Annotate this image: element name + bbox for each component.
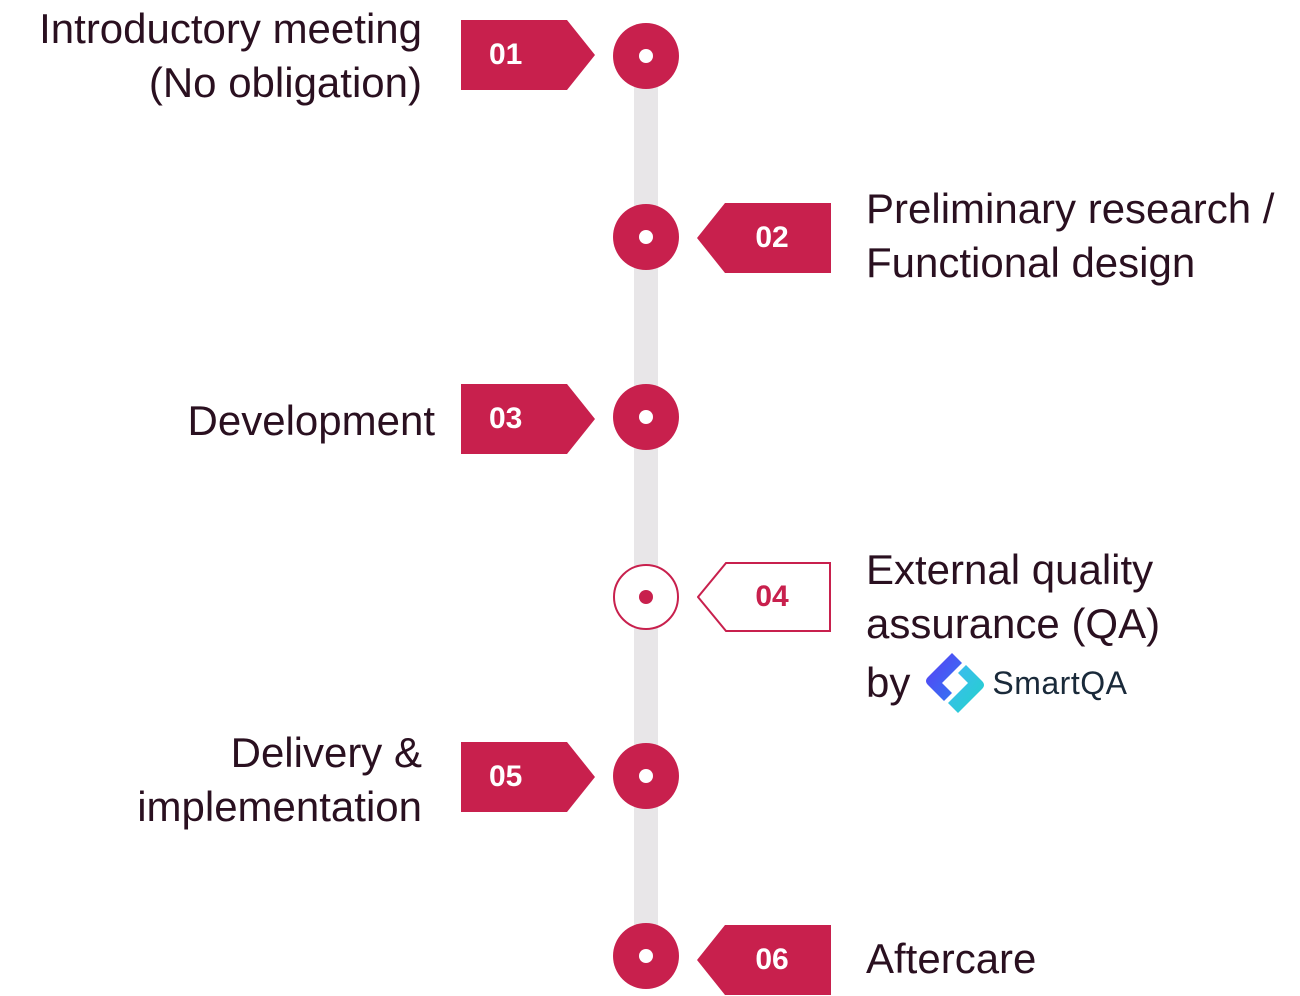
smartqa-logo-icon <box>926 653 985 713</box>
step-02-node-dot <box>639 230 653 244</box>
step-05-node-dot <box>639 769 653 783</box>
step-03-label-line1: Development <box>187 397 435 444</box>
step-02-number: 02 <box>755 221 789 254</box>
step-04-node <box>613 564 679 630</box>
step-06-node-dot <box>639 949 653 963</box>
step-05-label-line1: Delivery & <box>230 729 422 776</box>
step-03-node-dot <box>639 410 653 424</box>
step-01-number: 01 <box>489 38 523 71</box>
step-04-by-row: by SmartQA <box>866 651 1160 715</box>
step-04-label-by: by <box>866 659 911 706</box>
step-04-label-line2: assurance (QA) <box>866 600 1161 647</box>
step-05-node <box>613 743 679 809</box>
step-03-node <box>613 384 679 450</box>
step-04-node-dot <box>639 590 653 604</box>
step-02-label: Preliminary research / Functional design <box>866 182 1274 290</box>
step-03-label: Development <box>188 394 435 448</box>
step-03-tag: 03 <box>461 384 595 454</box>
smartqa-logo-text: SmartQA <box>992 665 1128 701</box>
step-01-node-dot <box>639 49 653 63</box>
step-04-tag-outline <box>697 562 831 632</box>
step-02-label-line1: Preliminary research / <box>866 185 1275 232</box>
step-02-tag: 02 <box>697 203 831 273</box>
step-04-number: 04 <box>755 580 789 613</box>
step-01-label-line1: Introductory meeting <box>39 5 422 52</box>
step-02-node <box>613 204 679 270</box>
step-01-label-line2: (No obligation) <box>148 59 422 106</box>
step-01-label: Introductory meeting (No obligation) <box>39 2 422 110</box>
step-04-label-line1: External quality <box>866 546 1154 593</box>
step-02-label-line2: Functional design <box>866 239 1196 286</box>
step-06-label-line1: Aftercare <box>866 935 1037 982</box>
step-03-number: 03 <box>489 402 523 435</box>
step-01-tag: 01 <box>461 20 595 90</box>
smartqa-logo: SmartQA <box>926 651 1127 715</box>
step-05-label: Delivery & implementation <box>137 726 422 834</box>
step-05-number: 05 <box>489 760 523 793</box>
step-01-node <box>613 23 679 89</box>
step-05-tag: 05 <box>461 742 595 812</box>
step-06-tag: 06 <box>697 925 831 995</box>
step-04-label: External quality assurance (QA) by Smart… <box>866 543 1160 715</box>
step-05-label-line2: implementation <box>137 783 422 830</box>
step-04-tag: 04 <box>697 562 831 632</box>
step-06-number: 06 <box>755 943 789 976</box>
step-06-node <box>613 923 679 989</box>
timeline-track <box>634 56 658 956</box>
step-06-label: Aftercare <box>866 932 1036 986</box>
